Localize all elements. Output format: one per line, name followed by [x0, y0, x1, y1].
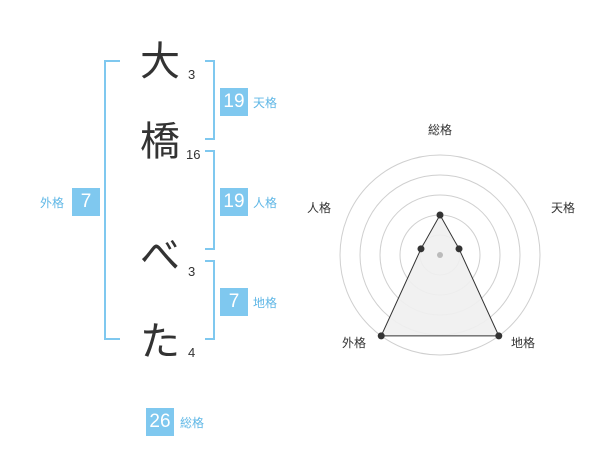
jinkaku-label: 人格	[253, 196, 278, 210]
radar-point-4	[417, 245, 425, 253]
name-char-2: 橋	[140, 119, 180, 165]
chikaku-label: 地格	[253, 296, 278, 310]
name-char-4: た	[140, 319, 180, 365]
stroke-count-4: 4	[188, 345, 196, 360]
stroke-count-3: 3	[188, 264, 196, 279]
radar-point-3	[377, 332, 385, 340]
stroke-count-2: 16	[186, 147, 201, 162]
chikaku-bracket	[205, 260, 215, 340]
radar-axis-label-gaikaku: 外格	[342, 336, 367, 350]
tenkaku-value: 19	[220, 88, 248, 116]
radar-chart	[339, 154, 541, 356]
soukaku-value: 26	[146, 408, 174, 436]
radar-series-polygon	[380, 213, 500, 337]
name-char-3: べ	[140, 233, 180, 279]
radar-point-2	[495, 332, 503, 340]
soukaku-label: 総格	[180, 416, 205, 430]
gaikaku-label: 外格	[40, 196, 65, 210]
radar-axis-label-jinkaku: 人格	[307, 201, 332, 215]
radar-point-1	[455, 245, 463, 253]
gaikaku-value: 7	[72, 188, 100, 216]
jinkaku-bracket	[205, 150, 215, 250]
gaikaku-bracket	[104, 60, 120, 340]
stroke-count-1: 3	[188, 67, 196, 82]
jinkaku-value: 19	[220, 188, 248, 216]
name-char-1: 大	[140, 39, 180, 85]
radar-center-point	[437, 252, 443, 258]
radar-grid-ring	[339, 154, 541, 356]
radar-axis-label-soukaku: 総格	[428, 123, 453, 137]
chikaku-value: 7	[220, 288, 248, 316]
radar-point-0	[436, 211, 444, 219]
tenkaku-label: 天格	[253, 96, 278, 110]
radar-axis-label-tenkaku: 天格	[551, 201, 576, 215]
radar-axis-label-chikaku: 地格	[511, 336, 536, 350]
tenkaku-bracket	[205, 60, 215, 140]
